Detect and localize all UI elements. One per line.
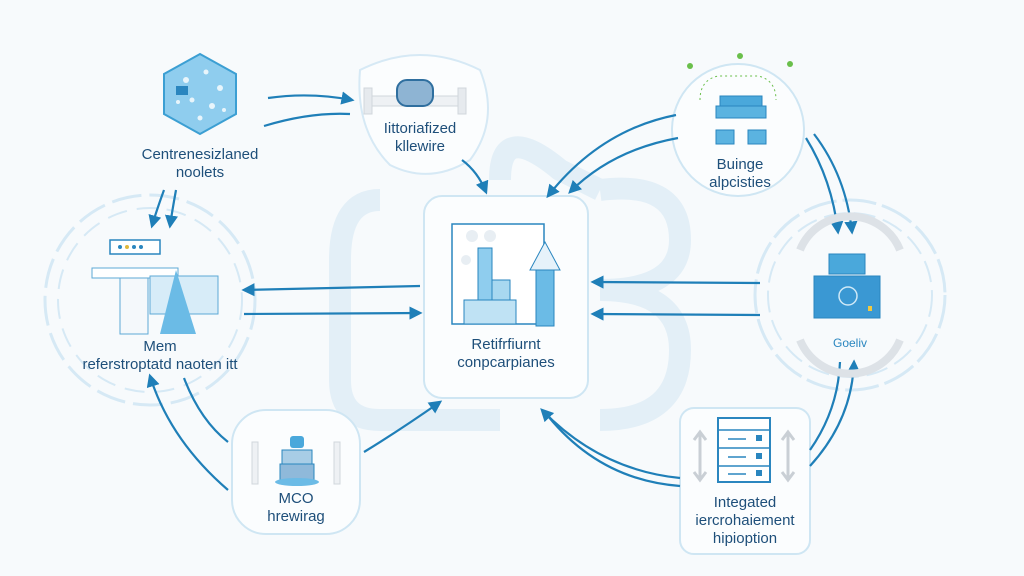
pipe-valve-icon <box>363 79 467 115</box>
hexagon-network-icon <box>163 52 237 136</box>
arrow-topleft-to-left-2 <box>164 189 179 229</box>
arrow-bottomleft-to-left-1 <box>146 373 229 491</box>
arrow-left-to-bottomleft <box>182 377 229 443</box>
arrow-bottomright-to-center-1 <box>540 408 681 480</box>
top-center-node-outline <box>358 54 489 175</box>
arrow-center-to-left-1 <box>241 283 421 297</box>
server-stack-icon <box>91 239 219 335</box>
arrow-right-to-center-2 <box>590 307 761 321</box>
node-label-left: Mem referstroptatd naoten itt <box>82 338 238 373</box>
arrow-topright-to-center-2 <box>568 136 679 194</box>
background-loop-shape <box>329 136 692 431</box>
arrow-left-to-center <box>243 306 423 320</box>
node-label-right: Goeliv <box>832 336 867 350</box>
left-node-ring <box>43 193 257 407</box>
seating-icon <box>687 53 793 145</box>
center-node-label: Retifrfiurnt conpcarpianes <box>457 336 555 371</box>
top-right-node-outline <box>671 63 805 197</box>
node-label-bottom-left: MCO hrewirag <box>267 490 325 525</box>
node-label-top-left: Centrenesizlaned noolets <box>141 146 259 181</box>
chart-building-icon <box>451 223 561 327</box>
layered-stack-icon <box>251 436 341 486</box>
arrow-right-to-center-1 <box>590 275 761 289</box>
arrow-bottomright-to-center-2 <box>547 415 681 488</box>
dashboard-cycle-icon <box>796 212 904 378</box>
arrow-bottomleft-to-center <box>363 400 443 453</box>
node-label-top-center: Iittoriafized kllewire <box>383 120 457 155</box>
arrow-topcenter-to-center <box>461 159 489 195</box>
node-label-bottom-right: Integated iercrohaiement hipioption <box>695 494 795 547</box>
arrow-topleft-to-topcenter-2 <box>263 112 351 128</box>
node-label-top-right: Buinge alpcisties <box>709 156 771 191</box>
arrow-topleft-to-left-1 <box>148 189 166 229</box>
arrow-topright-to-center-1 <box>546 113 677 199</box>
arrow-topleft-to-topcenter-1 <box>267 91 355 105</box>
connector-arrows <box>146 91 861 491</box>
server-rack-icon <box>692 417 796 483</box>
